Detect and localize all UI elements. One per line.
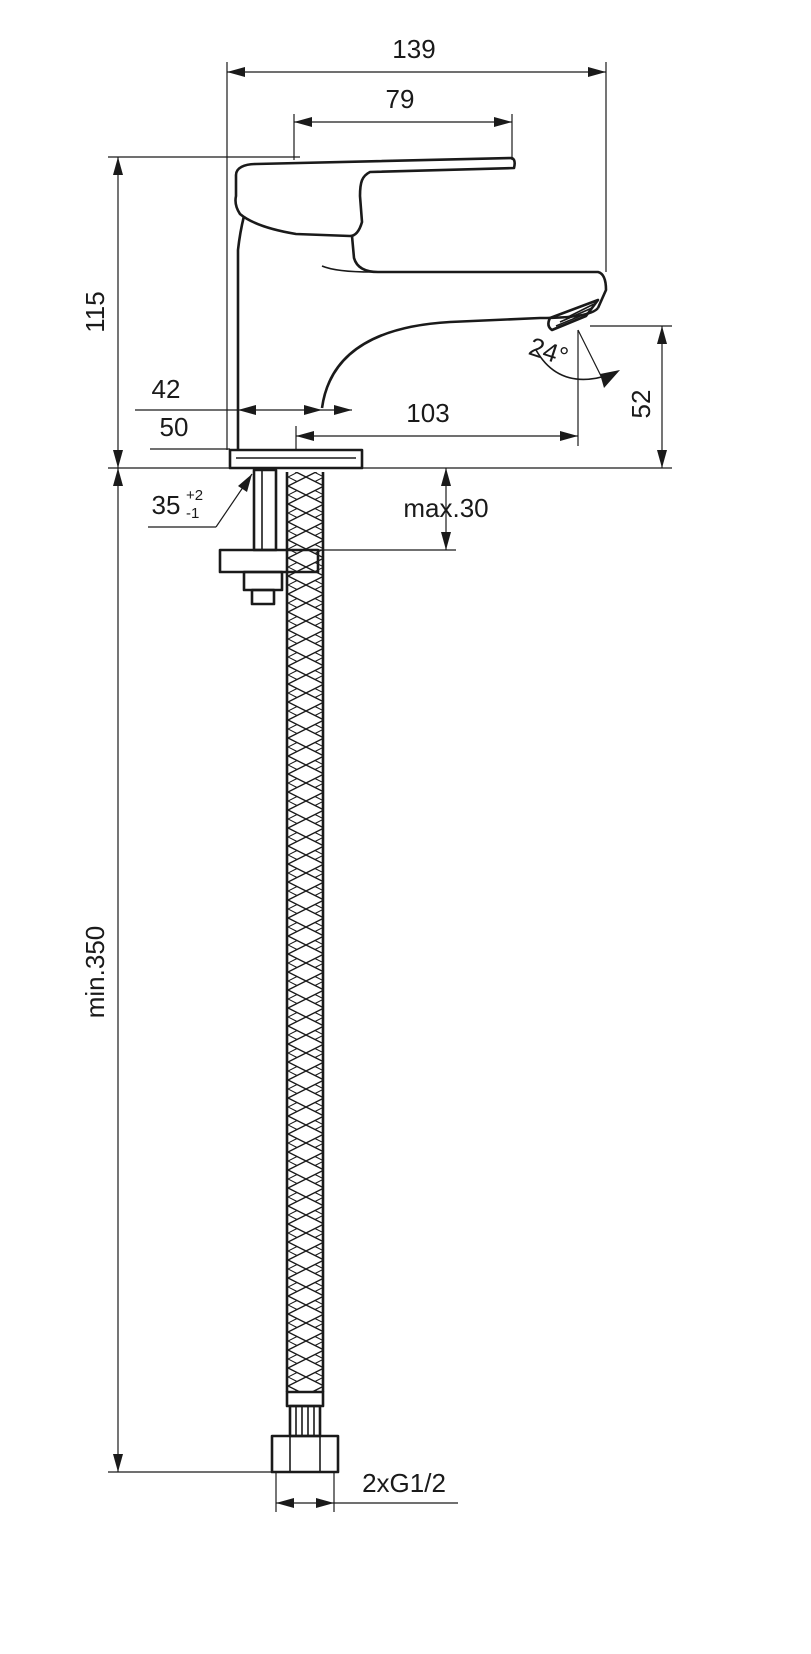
body-column [236, 215, 246, 450]
dimension-labels: 139 79 115 42 50 103 52 24° 35 +2 -1 max… [80, 34, 656, 1498]
aerator [547, 298, 600, 332]
hose-braid [287, 472, 323, 1392]
body-top [350, 235, 608, 309]
dim-handle-length: 79 [386, 84, 415, 114]
dim-outlet-angle: 24° [525, 331, 572, 372]
rod-end [250, 588, 276, 606]
dim-hole-tol-lower: -1 [186, 505, 199, 522]
hex-nut [270, 1434, 340, 1474]
dim-hole-tol-upper: +2 [186, 487, 203, 504]
body-detail [321, 265, 373, 273]
lever-handle [234, 156, 516, 238]
dimension-lines [108, 62, 672, 1512]
dim-total-width: 139 [392, 34, 435, 64]
dim-min-hose-length: min.350 [80, 926, 110, 1019]
braided-hose [270, 472, 340, 1474]
aerator-hatch [555, 303, 595, 327]
dim-max-deck-thickness: max.30 [403, 493, 488, 523]
threaded-rod [252, 468, 278, 552]
dim-connection-thread: 2xG1/2 [362, 1468, 446, 1498]
dim-spout-base-offset: 42 [152, 374, 181, 404]
dim-hole-diameter: 35 [152, 490, 181, 520]
base-ring [228, 448, 364, 470]
dim-base-diameter: 50 [160, 412, 189, 442]
nut [242, 570, 284, 592]
dim-spout-reach: 103 [406, 398, 449, 428]
hose-ferrule [285, 1390, 325, 1408]
dim-outlet-height: 52 [626, 390, 656, 419]
dim-height: 115 [80, 291, 110, 332]
faucet-body [228, 156, 608, 470]
knurl-section [288, 1404, 322, 1438]
